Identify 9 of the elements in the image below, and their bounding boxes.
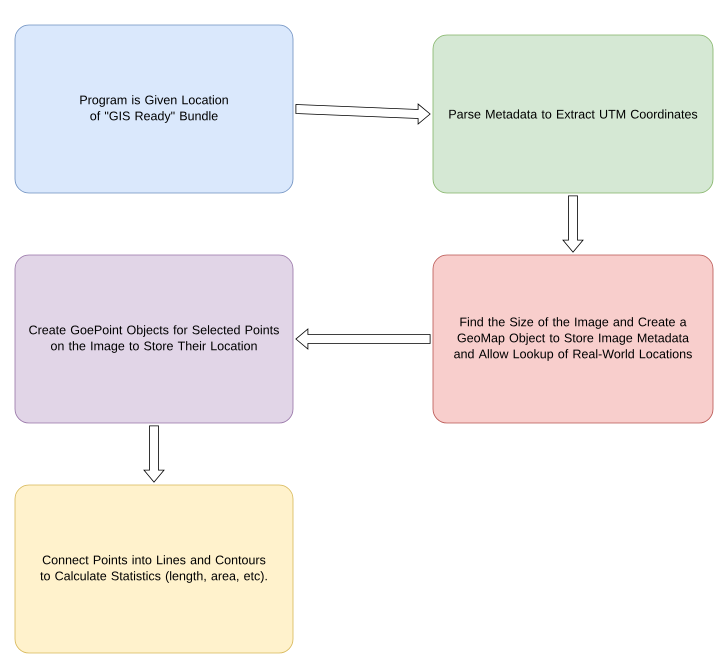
arrow — [296, 103, 431, 125]
process-box: Find the Size of the Image and Create a GeoMap Object to Store Image Metadata and Allow Lookup of Real-World Locations — [432, 254, 714, 424]
process-box: Connect Points into Lines and Contours to Calculate Statistics (length, area, etc). — [14, 484, 294, 654]
arrow — [143, 426, 165, 483]
process-box: Program is Given Location of "GIS Ready" Bundle — [14, 24, 294, 194]
arrow — [562, 196, 584, 253]
arrow — [295, 328, 430, 350]
process-box: Parse Metadata to Extract UTM Coordinates — [432, 34, 714, 194]
process-box: Create GoePoint Objects for Selected Points on the Image to Store Their Location — [14, 254, 294, 424]
